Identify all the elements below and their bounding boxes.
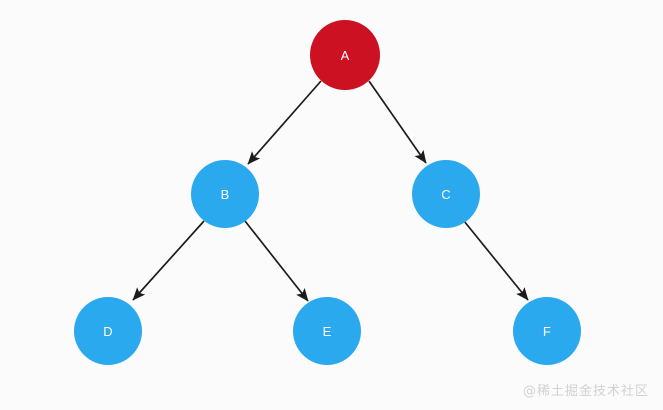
tree-node-c[interactable]: C [412,160,480,228]
edge-a-to-b [247,80,322,165]
edge-c-to-f [463,220,529,301]
edges-layer [132,80,529,302]
edge-a-to-c [368,80,427,164]
watermark-label: @稀土掘金技术社区 [522,384,649,399]
node-circle-a[interactable] [310,20,380,90]
tree-node-e[interactable]: E [293,297,361,365]
tree-node-a[interactable]: A [310,20,380,90]
node-circle-f[interactable] [513,297,581,365]
node-circle-e[interactable] [293,297,361,365]
nodes-layer: A B C D E F [74,20,581,365]
tree-node-b[interactable]: B [191,160,259,228]
node-circle-b[interactable] [191,160,259,228]
node-circle-c[interactable] [412,160,480,228]
node-circle-d[interactable] [74,297,142,365]
tree-node-f[interactable]: F [513,297,581,365]
edge-b-to-e [244,220,309,302]
tree-node-d[interactable]: D [74,297,142,365]
edge-b-to-d [132,220,205,301]
